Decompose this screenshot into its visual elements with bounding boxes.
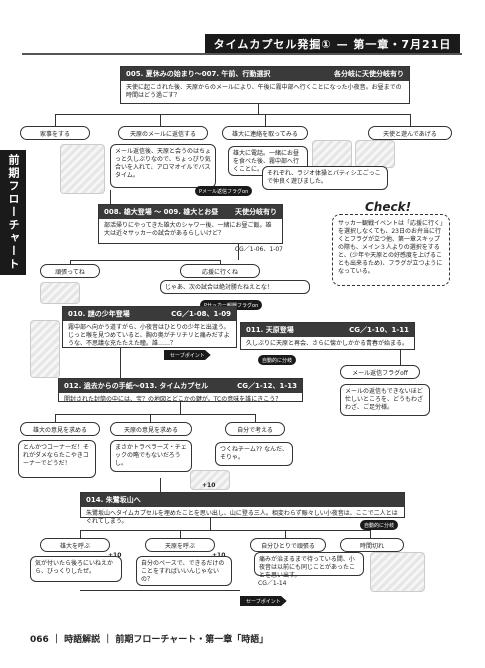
connector (55, 114, 56, 126)
connector (55, 114, 410, 115)
result-text: メールの返信もできないほど忙しいところを、どうもわざわざ、ご足労様。 (340, 384, 430, 416)
scene-box-010: 010. 謎の少年登場 CG／1-08、1-09 霧中部へ向かう道すがら、小夜音は… (62, 306, 237, 348)
connector (370, 530, 371, 538)
scene-body: 部活帰りにやってきた雄大のシャワー後、一緒にお昼ご飯。雄大は近々サッカーの試合が… (104, 222, 272, 237)
connector (80, 590, 240, 591)
connector (120, 348, 121, 378)
scene-box-011: 011. 天原登場 CG／1-10、1-11 久しぶりに天原と再会、さらに懐かしか… (240, 322, 415, 350)
result-text: つくねチーム?? なんだ、そりゃ。 (215, 442, 293, 466)
connector (265, 114, 266, 126)
scene-note: 天使分岐有り (235, 208, 277, 216)
result-text: 気が付いたら後ろにいねえから、びっくりしたぜ。 (30, 556, 122, 582)
result-text: じゃあ、次の試合は絶対勝たねえとな！ (160, 280, 310, 294)
connector (400, 350, 401, 378)
footer-title: 前期フローチャート・第一章「時語」 (115, 635, 269, 645)
scene-cg: CG／1-08、1-09 (171, 310, 231, 318)
footer: 066 ｜ 時語解説 ｜ 前期フローチャート・第一章「時語」 (30, 635, 269, 645)
chapter-header: タイムカプセル発掘① — 第一章・7月21日 (205, 34, 460, 54)
scene-title: 014. 朱鷺坂山へ (86, 496, 141, 504)
character-illustration (370, 552, 425, 592)
scene-body: 朱鷺坂山へタイムカプセルを埋めたことを思い出し、山に登る三人。相変わらず賑々しい… (86, 510, 398, 525)
page-number: 066 (30, 635, 49, 645)
save-point: セーブポイント (240, 596, 287, 606)
side-tab: 前期フローチャート (0, 150, 26, 275)
check-note: サッカー観戦イベントは「応援に行く」を選択しなくても、23日のお弁当に行くとフラ… (332, 214, 450, 286)
save-point: セーブポイント (164, 350, 211, 360)
scene-title: 005. 夏休みの始まり～007. 午前、行動選択 (126, 70, 271, 78)
connector (255, 414, 256, 422)
result-text: まさかトラベラーズ・チェックの略でもないだろうし。 (110, 440, 192, 472)
choice-ask-yudai: 雄大の意見を求める (20, 422, 100, 436)
flag-off: メール返信フラグoff (340, 365, 420, 379)
connector (150, 414, 151, 422)
choice-call-yudai: 雄大を呼ぶ (40, 538, 110, 552)
connector (80, 530, 370, 531)
scene-box-012: 012. 過去からの手紙～013. タイムカプセル CG／1-12、1-13 開封… (58, 378, 303, 403)
connector (70, 260, 220, 261)
connector (238, 244, 239, 260)
connector (80, 530, 81, 538)
character-illustration (190, 470, 230, 490)
flag-tag: Pサッカー観戦フラグon (200, 300, 263, 310)
choice-ask-amahara: 天原の意見を求める (110, 422, 192, 436)
scene-cg: CG／1-12、1-13 (237, 382, 297, 390)
connector (410, 114, 411, 126)
connector (55, 414, 255, 415)
check-title: Check! (365, 200, 412, 214)
scene-title: 011. 天原登場 (246, 326, 294, 334)
result-text: 自分のペースで、できるだけのことをすればいいんじゃないの？ (136, 556, 232, 586)
auto-branch-tag: 自動的に分岐 (360, 520, 399, 530)
choice-play-angel: 天使と遊んであげる (368, 126, 452, 140)
scene-body: 霧中部へ向かう道すがら、小夜音はひとりの少年と出逢う。じっと喉を見つめていると、… (68, 324, 230, 347)
header-rule (22, 53, 462, 55)
result-text: とんかつコーナーだ！それがダメならたこやきコーナーでどうだ！ (18, 440, 96, 478)
character-illustration (355, 140, 395, 168)
auto-branch-tag: 自動的に分岐 (258, 355, 297, 365)
choice-alone: 自分ひとりで頑張る (250, 538, 326, 552)
scene-note: 各分岐に天使分岐有り (334, 70, 404, 78)
scene-title: 008. 雄大登場 ～ 009. 雄大とお昼 (104, 208, 219, 216)
scene-box-005: 005. 夏休みの始まり～007. 午前、行動選択 各分岐に天使分岐有り 天使に起… (120, 66, 410, 104)
footer-section: 時語解説 (64, 635, 101, 645)
choice-reply-mail: 天原のメールに返信する (118, 126, 208, 140)
connector (110, 190, 111, 204)
choice-contact-yudai: 雄大に連絡を取ってみる (222, 126, 308, 140)
connector (258, 104, 259, 114)
connector (180, 402, 181, 414)
choice-think-self: 自分で考える (225, 422, 285, 436)
character-illustration (40, 282, 80, 304)
connector (55, 414, 56, 422)
flag-tag: Pメール返信フラグon (195, 186, 253, 196)
character-illustration (30, 320, 60, 378)
scene-box-008: 008. 雄大登場 ～ 009. 雄大とお昼 天使分岐有り 部活帰りにやってきた雄… (98, 204, 283, 244)
affection-plus: +10 (212, 552, 225, 559)
character-illustration (60, 144, 105, 194)
scene-cg: CG／1-10、1-11 (349, 326, 409, 334)
scene-title: 012. 過去からの手紙～013. タイムカプセル (64, 382, 209, 390)
result-text: 痛みが治まるまで待っている間、小夜音は以前にも同じことがあったことを思い出す。 (254, 552, 364, 579)
connector (180, 530, 181, 538)
scene-body: 開封された封筒の中には、宝？の地図とどこかの鍵が。TCの意味を誰にきこう？ (64, 396, 282, 403)
connector (160, 478, 161, 492)
result-text: それぞれ、ラジオ体操とパティシエごっこで仲良く遊びました。 (262, 166, 388, 190)
scene-cg: CG／1-06、1-07 (234, 246, 283, 253)
scene-title: 010. 謎の少年登場 (68, 310, 130, 318)
affection-plus: +10 (202, 482, 216, 489)
choice-good-luck: 頑張ってね (40, 264, 100, 278)
connector (210, 518, 211, 530)
connector (160, 114, 161, 126)
choice-timeout: 時間切れ (340, 538, 404, 552)
affection-plus: +10 (108, 552, 121, 559)
result-text: メール返信後、天原と会うのはちょっと久しぶりなので、ちょっぴり気合いを入れて、ア… (110, 144, 216, 188)
connector (285, 530, 286, 538)
scene-cg: CG／1-14 (258, 580, 287, 587)
scene-box-014: 014. 朱鷺坂山へ 朱鷺坂山へタイムカプセルを埋めたことを思い出し、山に登る三… (80, 492, 405, 525)
choice-cheer: 応援に行くね (180, 264, 260, 278)
choice-housework: 家事をする (20, 126, 90, 140)
choice-call-amahara: 天原を呼ぶ (145, 538, 215, 552)
scene-body: 天使に起こされた後、天原からのメールにより、午後に霧中部へ行くことになった小夜音… (126, 84, 402, 99)
scene-body: 久しぶりに天原と再会、さらに懐かしかかる青春が始まる。 (246, 340, 409, 347)
